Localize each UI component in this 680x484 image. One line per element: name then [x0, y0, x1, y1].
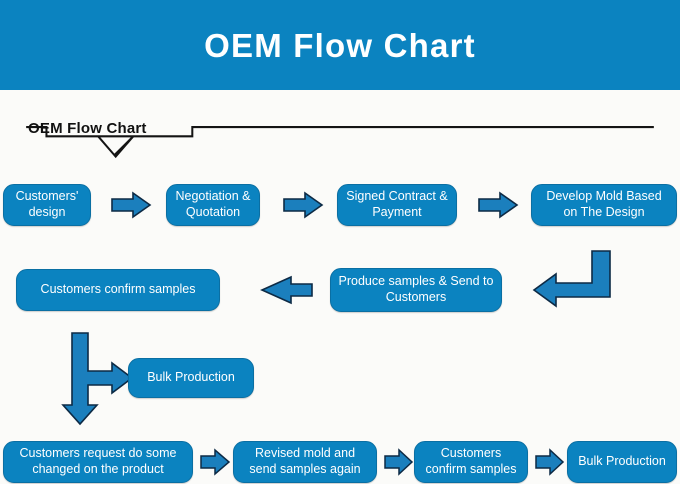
node-signed-contract-payment[interactable]: Signed Contract & Payment — [337, 184, 457, 226]
arrow-n4-n6-elbow — [532, 250, 611, 308]
section-callout-rule — [26, 126, 654, 159]
arrow-n3-n4 — [478, 191, 519, 219]
node-bulk-production-1[interactable]: Bulk Production — [128, 358, 254, 398]
node-bulk-production-2[interactable]: Bulk Production — [567, 441, 677, 483]
arrow-n8-n9 — [200, 448, 231, 476]
arrow-n1-n2 — [111, 191, 152, 219]
arrow-n5-branch — [61, 332, 134, 426]
node-revised-mold-send-again[interactable]: Revised mold and send samples again — [233, 441, 377, 483]
node-customers-confirm-samples-2[interactable]: Customers confirm samples — [414, 441, 528, 483]
arrow-n10-n11 — [535, 448, 565, 476]
arrow-n2-n3 — [283, 191, 324, 219]
node-customers-design[interactable]: Customers' design — [3, 184, 91, 226]
node-develop-mold[interactable]: Develop Mold Based on The Design — [531, 184, 677, 226]
section-title: OEM Flow Chart — [28, 120, 147, 137]
node-customers-request-change[interactable]: Customers request do some changed on the… — [3, 441, 193, 483]
arrow-n6-n5 — [260, 275, 313, 305]
page-title: OEM Flow Chart — [204, 26, 476, 64]
node-negotiation-quotation[interactable]: Negotiation & Quotation — [166, 184, 260, 226]
node-produce-samples-send[interactable]: Produce samples & Send to Customers — [330, 268, 502, 312]
arrow-n9-n10 — [384, 448, 414, 476]
page-banner: OEM Flow Chart — [0, 0, 680, 90]
node-customers-confirm-samples-1[interactable]: Customers confirm samples — [16, 269, 220, 311]
